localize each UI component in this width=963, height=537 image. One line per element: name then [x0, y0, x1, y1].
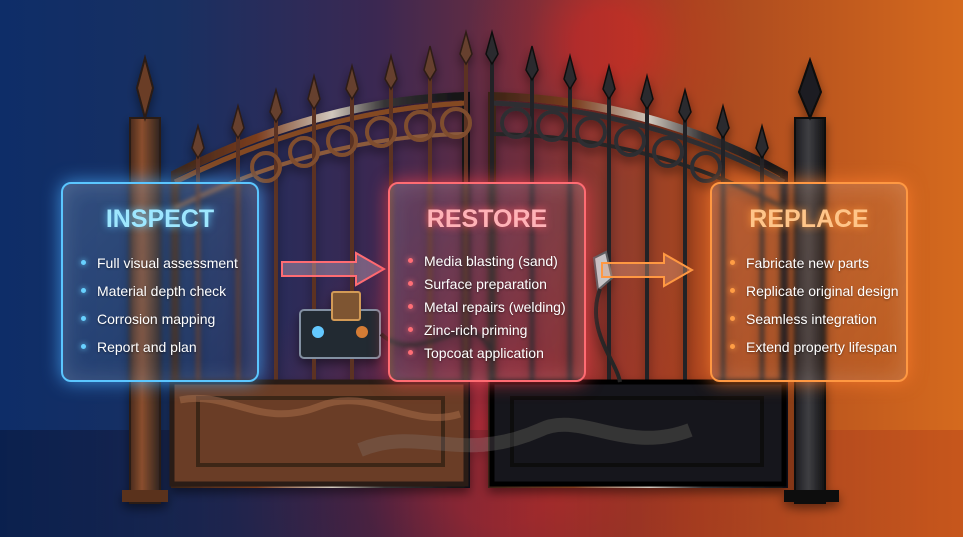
- replace-item: Extend property lifespan: [730, 338, 906, 366]
- bullet-icon: [730, 288, 735, 293]
- right-post-finial-icon: [797, 56, 823, 121]
- restore-item: Surface preparation: [408, 275, 584, 298]
- inspect-to-restore-arrow-icon: [281, 250, 387, 288]
- restore-item: Media blasting (sand): [408, 252, 584, 275]
- restore-to-replace-arrow-icon: [601, 251, 695, 289]
- replace-item: Fabricate new parts: [730, 254, 906, 282]
- inspect-item: Material depth check: [81, 282, 257, 310]
- inspect-list: Full visual assessment Material depth ch…: [81, 254, 257, 366]
- restore-item: Metal repairs (welding): [408, 298, 584, 321]
- replace-item: Replicate original design: [730, 282, 906, 310]
- bullet-icon: [408, 350, 413, 355]
- bullet-icon: [408, 304, 413, 309]
- left-post-finial-icon: [135, 54, 155, 122]
- bullet-icon: [81, 316, 86, 321]
- bullet-icon: [81, 288, 86, 293]
- bullet-icon: [408, 281, 413, 286]
- inspect-panel: INSPECT Full visual assessment Material …: [61, 182, 259, 382]
- bullet-icon: [81, 260, 86, 265]
- bullet-icon: [408, 258, 413, 263]
- restore-title: RESTORE: [426, 205, 548, 233]
- bullet-icon: [81, 344, 86, 349]
- bullet-icon: [730, 260, 735, 265]
- replace-list: Fabricate new parts Replicate original d…: [730, 254, 906, 366]
- restore-item: Topcoat application: [408, 344, 584, 367]
- restore-panel: RESTORE Media blasting (sand) Surface pr…: [388, 182, 586, 382]
- bullet-icon: [730, 344, 735, 349]
- replace-panel: REPLACE Fabricate new parts Replicate or…: [710, 182, 908, 382]
- inspect-title: INSPECT: [105, 205, 215, 233]
- inspect-item: Corrosion mapping: [81, 310, 257, 338]
- replace-title: REPLACE: [749, 205, 869, 233]
- inspect-item: Full visual assessment: [81, 254, 257, 282]
- bullet-icon: [408, 327, 413, 332]
- restore-item: Zinc-rich priming: [408, 321, 584, 344]
- bullet-icon: [730, 316, 735, 321]
- inspect-item: Report and plan: [81, 338, 257, 366]
- restore-list: Media blasting (sand) Surface preparatio…: [408, 252, 584, 367]
- replace-item: Seamless integration: [730, 310, 906, 338]
